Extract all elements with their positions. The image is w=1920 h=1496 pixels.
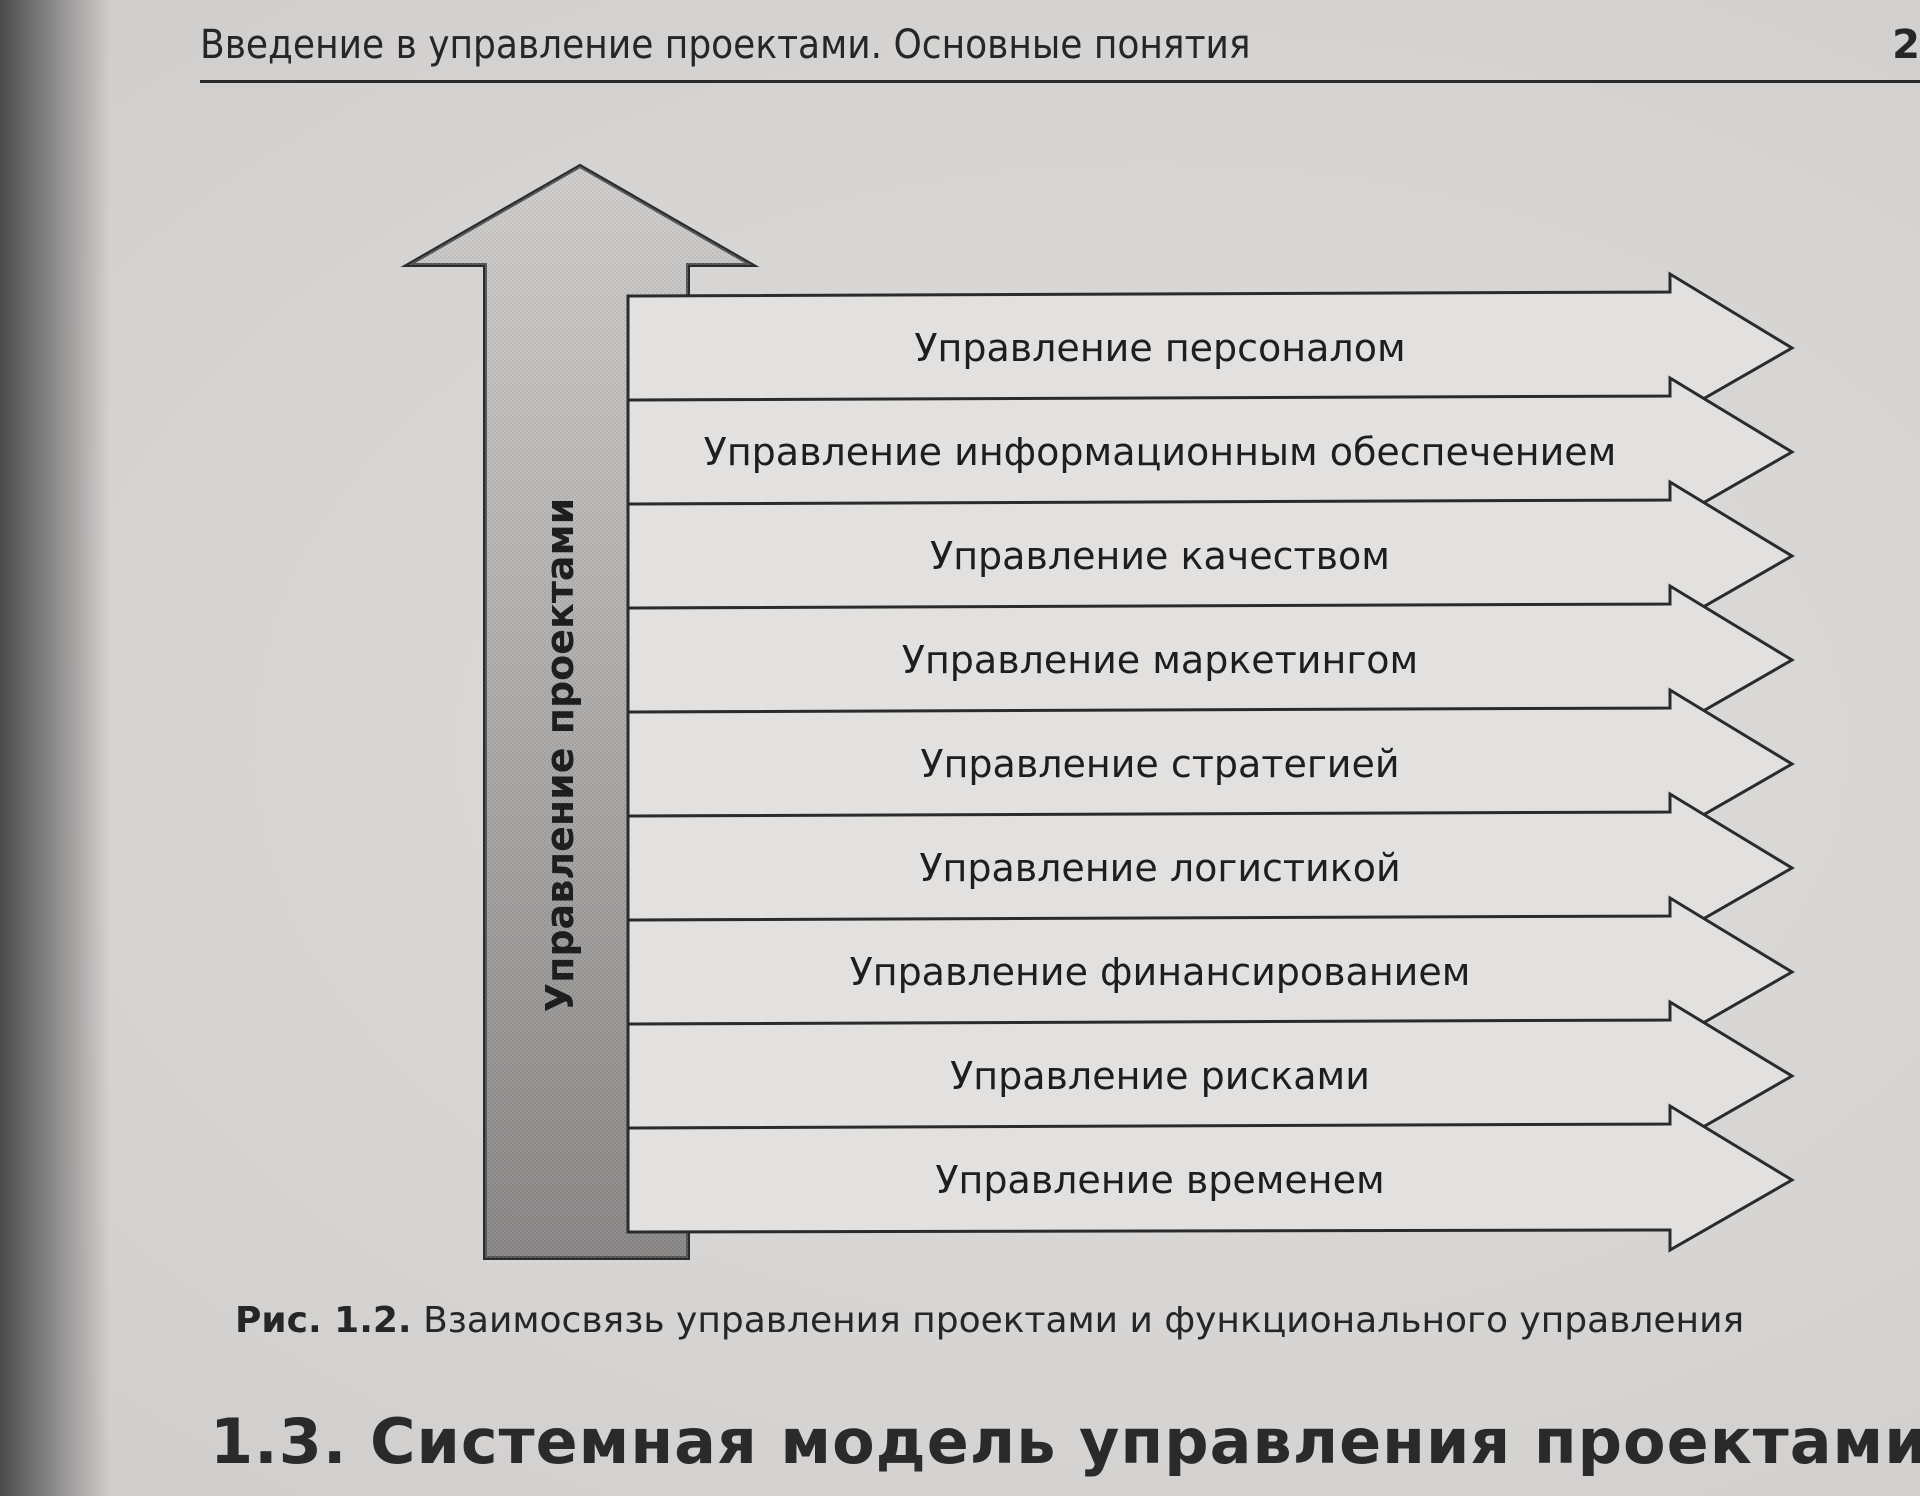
header-rule (200, 80, 1920, 83)
figure-caption: Рис. 1.2. Взаимосвязь управления проекта… (235, 1300, 1744, 1341)
book-spine-shadow (0, 0, 110, 1496)
function-arrow-label: Управление финансированием (850, 950, 1471, 994)
function-arrow: Управление временем (626, 1103, 1795, 1253)
function-arrow: Управление логистикой (626, 791, 1795, 941)
running-head: Введение в управление проектами. Основны… (200, 22, 1251, 68)
function-arrow-label: Управление информационным обеспечением (704, 430, 1617, 474)
function-arrow: Управление маркетингом (626, 583, 1795, 733)
function-arrow: Управление качеством (626, 479, 1795, 629)
figure-caption-ref: Рис. 1.2. (235, 1300, 412, 1341)
function-arrow-label: Управление логистикой (919, 846, 1400, 890)
function-arrow: Управление рисками (626, 999, 1795, 1149)
function-arrow-label: Управление рисками (950, 1054, 1370, 1098)
function-arrow-label: Управление стратегией (920, 742, 1399, 786)
vertical-arrow-label: Управление проектами (538, 498, 582, 1012)
function-arrow: Управление финансированием (626, 895, 1795, 1045)
function-arrow-label: Управление качеством (930, 534, 1390, 578)
section-title: 1.3. Системная модель управления проекта… (210, 1405, 1920, 1478)
page-number: 2 (1892, 22, 1920, 68)
function-arrow-shape (626, 1103, 1795, 1253)
figure-caption-text: Взаимосвязь управления проектами и функц… (423, 1300, 1745, 1341)
function-arrow-label: Управление временем (935, 1158, 1384, 1202)
function-arrow-label: Управление маркетингом (902, 638, 1418, 682)
function-arrow-label: Управление персоналом (914, 326, 1405, 370)
